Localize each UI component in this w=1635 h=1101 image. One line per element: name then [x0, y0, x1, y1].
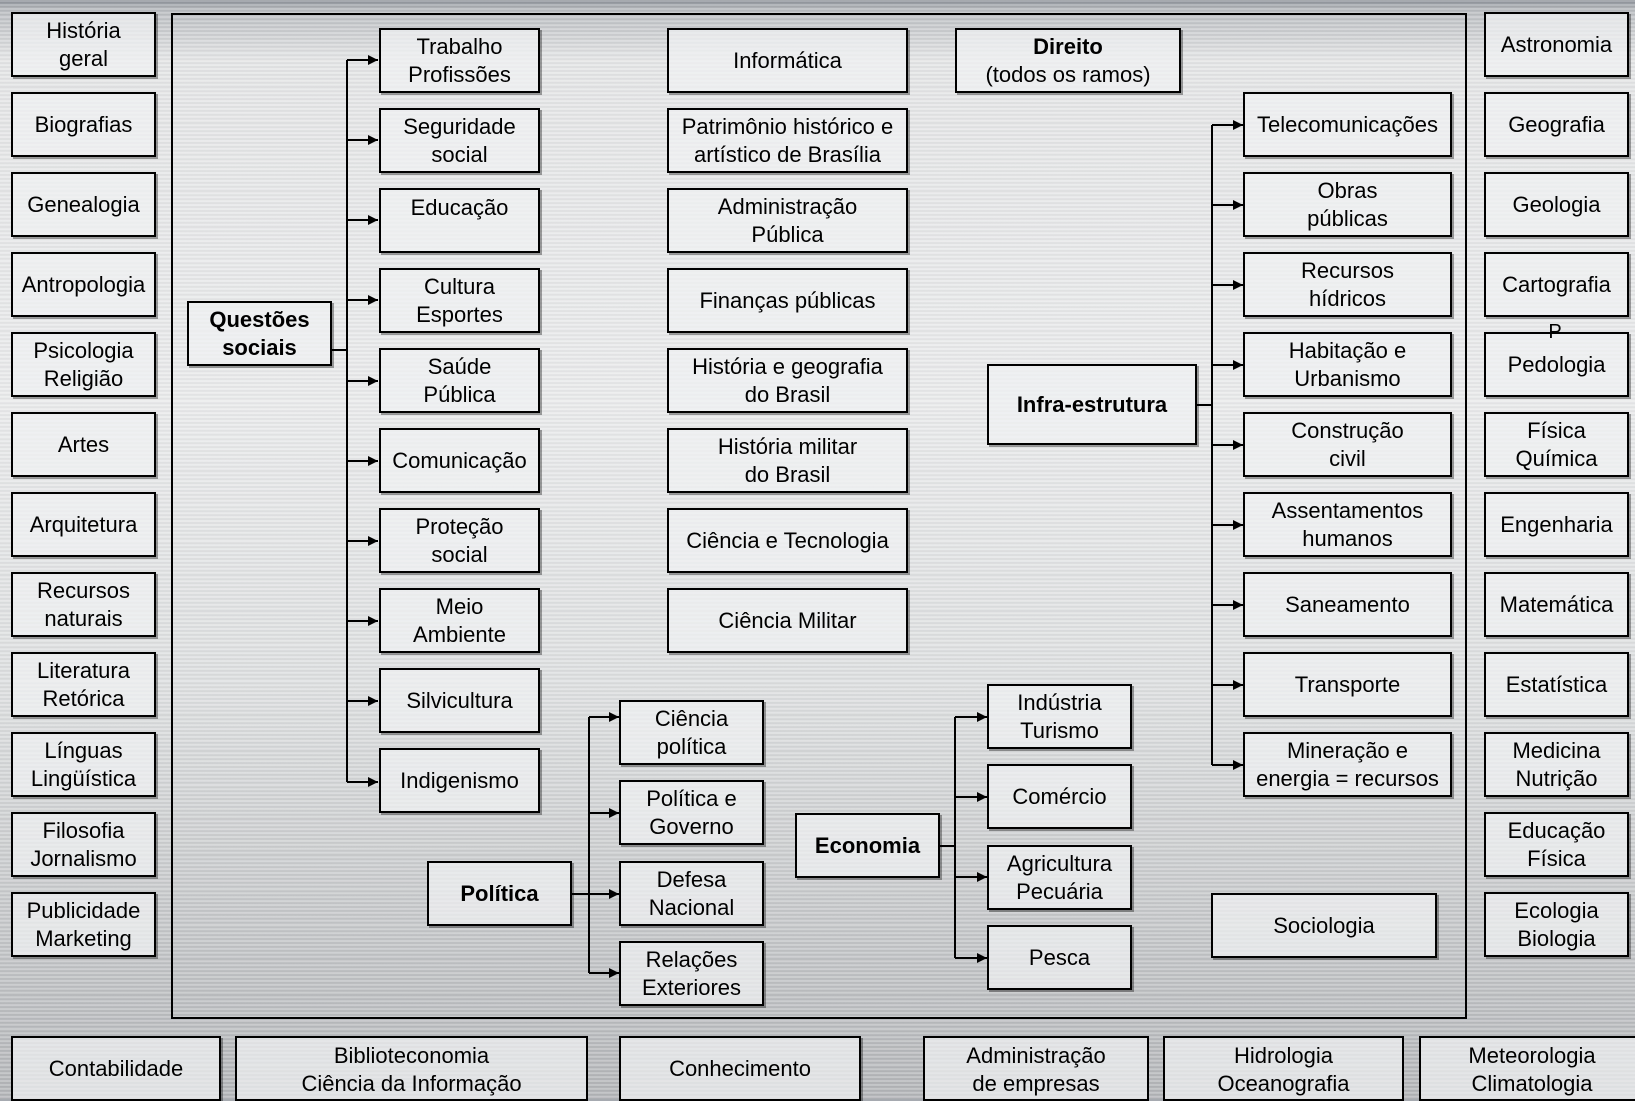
topic-artes: Artes [11, 412, 156, 477]
topic-fisica-quimica: Física Química [1484, 412, 1629, 477]
topic-agricultura-pecuaria: Agricultura Pecuária [987, 845, 1132, 910]
direito-title: Direito [1033, 33, 1103, 59]
topic-meio-ambiente: Meio Ambiente [379, 588, 540, 653]
inner-frame [171, 13, 1467, 1019]
hub-infra-estrutura: Infra-estrutura [987, 364, 1197, 445]
topic-estatistica: Estatística [1484, 652, 1629, 717]
topic-genealogia: Genealogia [11, 172, 156, 237]
pedologia-mark: P [1548, 321, 1562, 343]
topic-publicidade-marketing: Publicidade Marketing [11, 892, 156, 957]
topic-recursos-naturais: Recursos naturais [11, 572, 156, 637]
topic-cartografia: Cartografia [1484, 252, 1629, 317]
topic-habitacao-urbanismo: Habitação e Urbanismo [1243, 332, 1452, 397]
topic-ecologia-biologia: Ecologia Biologia [1484, 892, 1629, 957]
topic-sociologia: Sociologia [1211, 893, 1437, 958]
topic-patrimonio-brasilia: Patrimônio histórico e artístico de Bras… [667, 108, 908, 173]
topic-assentamentos-humanos: Assentamentos humanos [1243, 492, 1452, 557]
topic-silvicultura: Silvicultura [379, 668, 540, 733]
topic-conhecimento: Conhecimento [619, 1036, 861, 1101]
topic-astronomia: Astronomia [1484, 12, 1629, 77]
topic-historia-geografia-brasil: História e geografia do Brasil [667, 348, 908, 413]
topic-historia-militar-brasil: História militar do Brasil [667, 428, 908, 493]
topic-transporte: Transporte [1243, 652, 1452, 717]
topic-pedologia: Pedologia [1484, 332, 1629, 397]
topic-construcao-civil: Construção civil [1243, 412, 1452, 477]
topic-hidrologia-oceanografia: Hidrologia Oceanografia [1163, 1036, 1404, 1101]
topic-contabilidade: Contabilidade [11, 1036, 221, 1101]
topic-mineracao-energia: Mineração e energia = recursos [1243, 732, 1452, 797]
topic-matematica: Matemática [1484, 572, 1629, 637]
topic-educacao-fisica: Educação Física [1484, 812, 1629, 877]
topic-seguridade-social: Seguridade social [379, 108, 540, 173]
topic-biografias: Biografias [11, 92, 156, 157]
topic-arquitetura: Arquitetura [11, 492, 156, 557]
topic-geografia: Geografia [1484, 92, 1629, 157]
topic-antropologia: Antropologia [11, 252, 156, 317]
topic-medicina-nutricao: Medicina Nutrição [1484, 732, 1629, 797]
topic-financas-publicas: Finanças públicas [667, 268, 908, 333]
topic-protecao-social: Proteção social [379, 508, 540, 573]
hub-questoes-sociais: Questões sociais [187, 301, 332, 366]
direito-subtitle: (todos os ramos) [985, 61, 1151, 87]
hub-economia: Economia [795, 813, 940, 878]
topic-linguas-linguistica: Línguas Lingüística [11, 732, 156, 797]
topic-defesa-nacional: Defesa Nacional [619, 861, 764, 926]
topic-geologia: Geologia [1484, 172, 1629, 237]
topic-meteorologia-climatologia: Meteorologia Climatologia [1419, 1036, 1635, 1101]
topic-obras-publicas: Obras públicas [1243, 172, 1452, 237]
topic-educacao: Educação [379, 188, 540, 253]
topic-filosofia-jornalismo: Filosofia Jornalismo [11, 812, 156, 877]
topic-recursos-hidricos: Recursos hídricos [1243, 252, 1452, 317]
topic-industria-turismo: Indústria Turismo [987, 684, 1132, 749]
topic-comunicacao: Comunicação [379, 428, 540, 493]
topic-biblioteconomia: Biblioteconomia Ciência da Informação [235, 1036, 588, 1101]
topic-psicologia-religiao: Psicologia Religião [11, 332, 156, 397]
topic-administracao-empresas: Administração de empresas [923, 1036, 1149, 1101]
topic-indigenismo: Indigenismo [379, 748, 540, 813]
topic-telecomunicacoes: Telecomunicações [1243, 92, 1452, 157]
topic-saneamento: Saneamento [1243, 572, 1452, 637]
topic-ciencia-politica: Ciência política [619, 700, 764, 765]
topic-informatica: Informática [667, 28, 908, 93]
topic-administracao-publica: Administração Pública [667, 188, 908, 253]
topic-cultura-esportes: Cultura Esportes [379, 268, 540, 333]
topic-ciencia-tecnologia: Ciência e Tecnologia [667, 508, 908, 573]
topic-direito: Direito (todos os ramos) [955, 28, 1181, 93]
topic-pesca: Pesca [987, 925, 1132, 990]
topic-ciencia-militar: Ciência Militar [667, 588, 908, 653]
topic-politica-governo: Política e Governo [619, 780, 764, 845]
topic-saude-publica: Saúde Pública [379, 348, 540, 413]
topic-engenharia: Engenharia [1484, 492, 1629, 557]
topic-comercio: Comércio [987, 764, 1132, 829]
topic-relacoes-exteriores: Relações Exteriores [619, 941, 764, 1006]
topic-trabalho-profissoes: Trabalho Profissões [379, 28, 540, 93]
topic-historia-geral: História geral [11, 12, 156, 77]
topic-literatura-retorica: Literatura Retórica [11, 652, 156, 717]
hub-politica: Política [427, 861, 572, 926]
